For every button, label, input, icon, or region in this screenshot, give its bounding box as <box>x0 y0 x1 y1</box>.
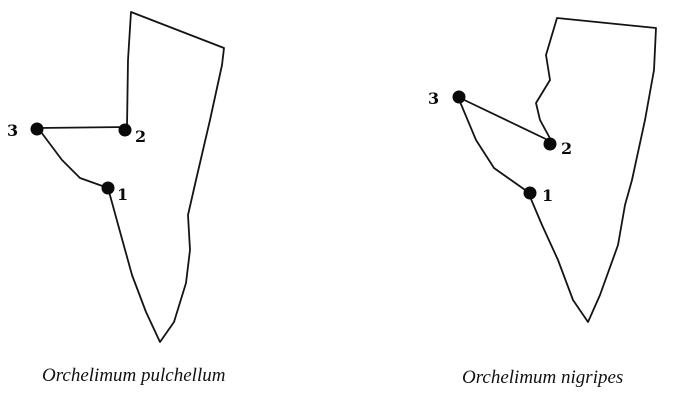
landmark-left-3 <box>31 123 44 136</box>
specimen-left: 1 2 3 <box>7 12 224 342</box>
landmark-left-3-label: 3 <box>7 121 18 140</box>
landmark-left-1 <box>102 182 115 195</box>
landmark-right-1-label: 1 <box>542 186 553 205</box>
species-caption-right: Orchelimum nigripes <box>462 367 623 389</box>
landmark-left-2 <box>119 124 132 137</box>
specimen-right: 1 2 3 <box>428 18 656 322</box>
landmark-right-1 <box>524 187 537 200</box>
specimen-right-outline <box>458 18 656 322</box>
landmark-right-2-label: 2 <box>561 139 572 158</box>
specimen-left-outline <box>38 12 224 342</box>
landmark-left-2-label: 2 <box>135 127 146 146</box>
landmark-right-3-label: 3 <box>428 89 439 108</box>
landmark-left-1-label: 1 <box>117 185 128 204</box>
species-caption-left: Orchelimum pulchellum <box>42 365 225 387</box>
landmark-right-3 <box>453 91 466 104</box>
landmark-right-2 <box>544 138 557 151</box>
